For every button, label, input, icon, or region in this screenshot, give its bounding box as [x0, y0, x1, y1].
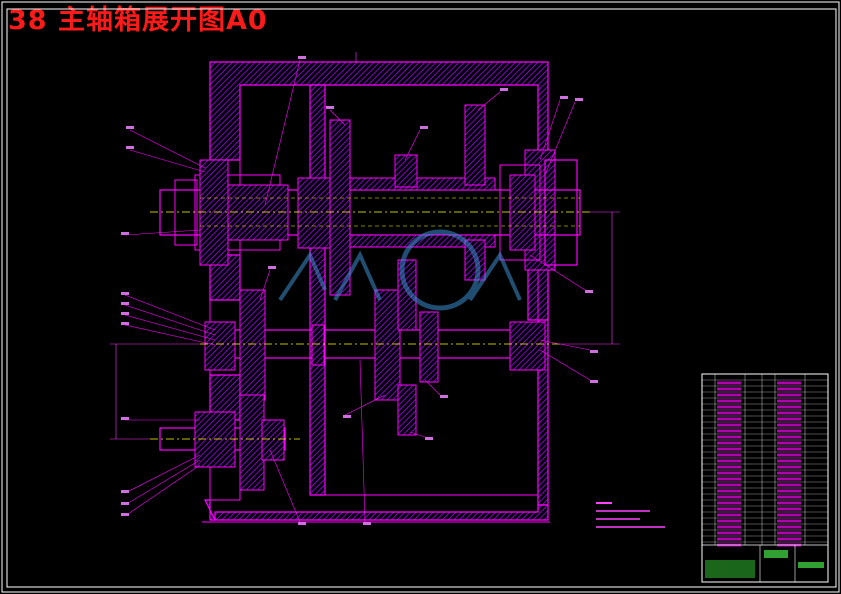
part-label-marker	[590, 350, 598, 353]
part-label-marker	[121, 490, 129, 493]
part-label-marker	[126, 126, 134, 129]
dimension-lines	[110, 52, 620, 440]
technical-notes	[596, 502, 665, 528]
part-label-marker	[298, 56, 306, 59]
part-label-marker	[560, 96, 568, 99]
title-block	[701, 373, 829, 583]
part-label-marker	[121, 322, 129, 325]
part-label-marker	[425, 437, 433, 440]
part-label-marker	[420, 126, 428, 129]
part-label-marker	[326, 106, 334, 109]
part-label-marker	[121, 513, 129, 516]
drawing-title: 38 主轴箱展开图A0	[8, 5, 268, 36]
part-label-marker	[121, 292, 129, 295]
watermark-logo	[278, 229, 522, 311]
part-labels	[121, 56, 598, 525]
input-shaft	[150, 394, 300, 491]
part-label-marker	[121, 232, 129, 235]
inner-frame	[6, 8, 837, 588]
part-label-marker	[268, 266, 276, 269]
part-label-marker	[121, 302, 129, 305]
part-label-marker	[343, 415, 351, 418]
part-label-marker	[126, 146, 134, 149]
intermediate-shaft	[200, 259, 560, 436]
leader-lines	[124, 59, 591, 523]
part-label-marker	[590, 380, 598, 383]
part-label-marker	[500, 88, 508, 91]
part-label-marker	[575, 98, 583, 101]
part-label-marker	[363, 522, 371, 525]
part-label-marker	[440, 395, 448, 398]
part-label-marker	[298, 522, 306, 525]
part-label-marker	[585, 290, 593, 293]
part-label-marker	[121, 502, 129, 505]
part-label-marker	[121, 312, 129, 315]
part-label-marker	[121, 417, 129, 420]
